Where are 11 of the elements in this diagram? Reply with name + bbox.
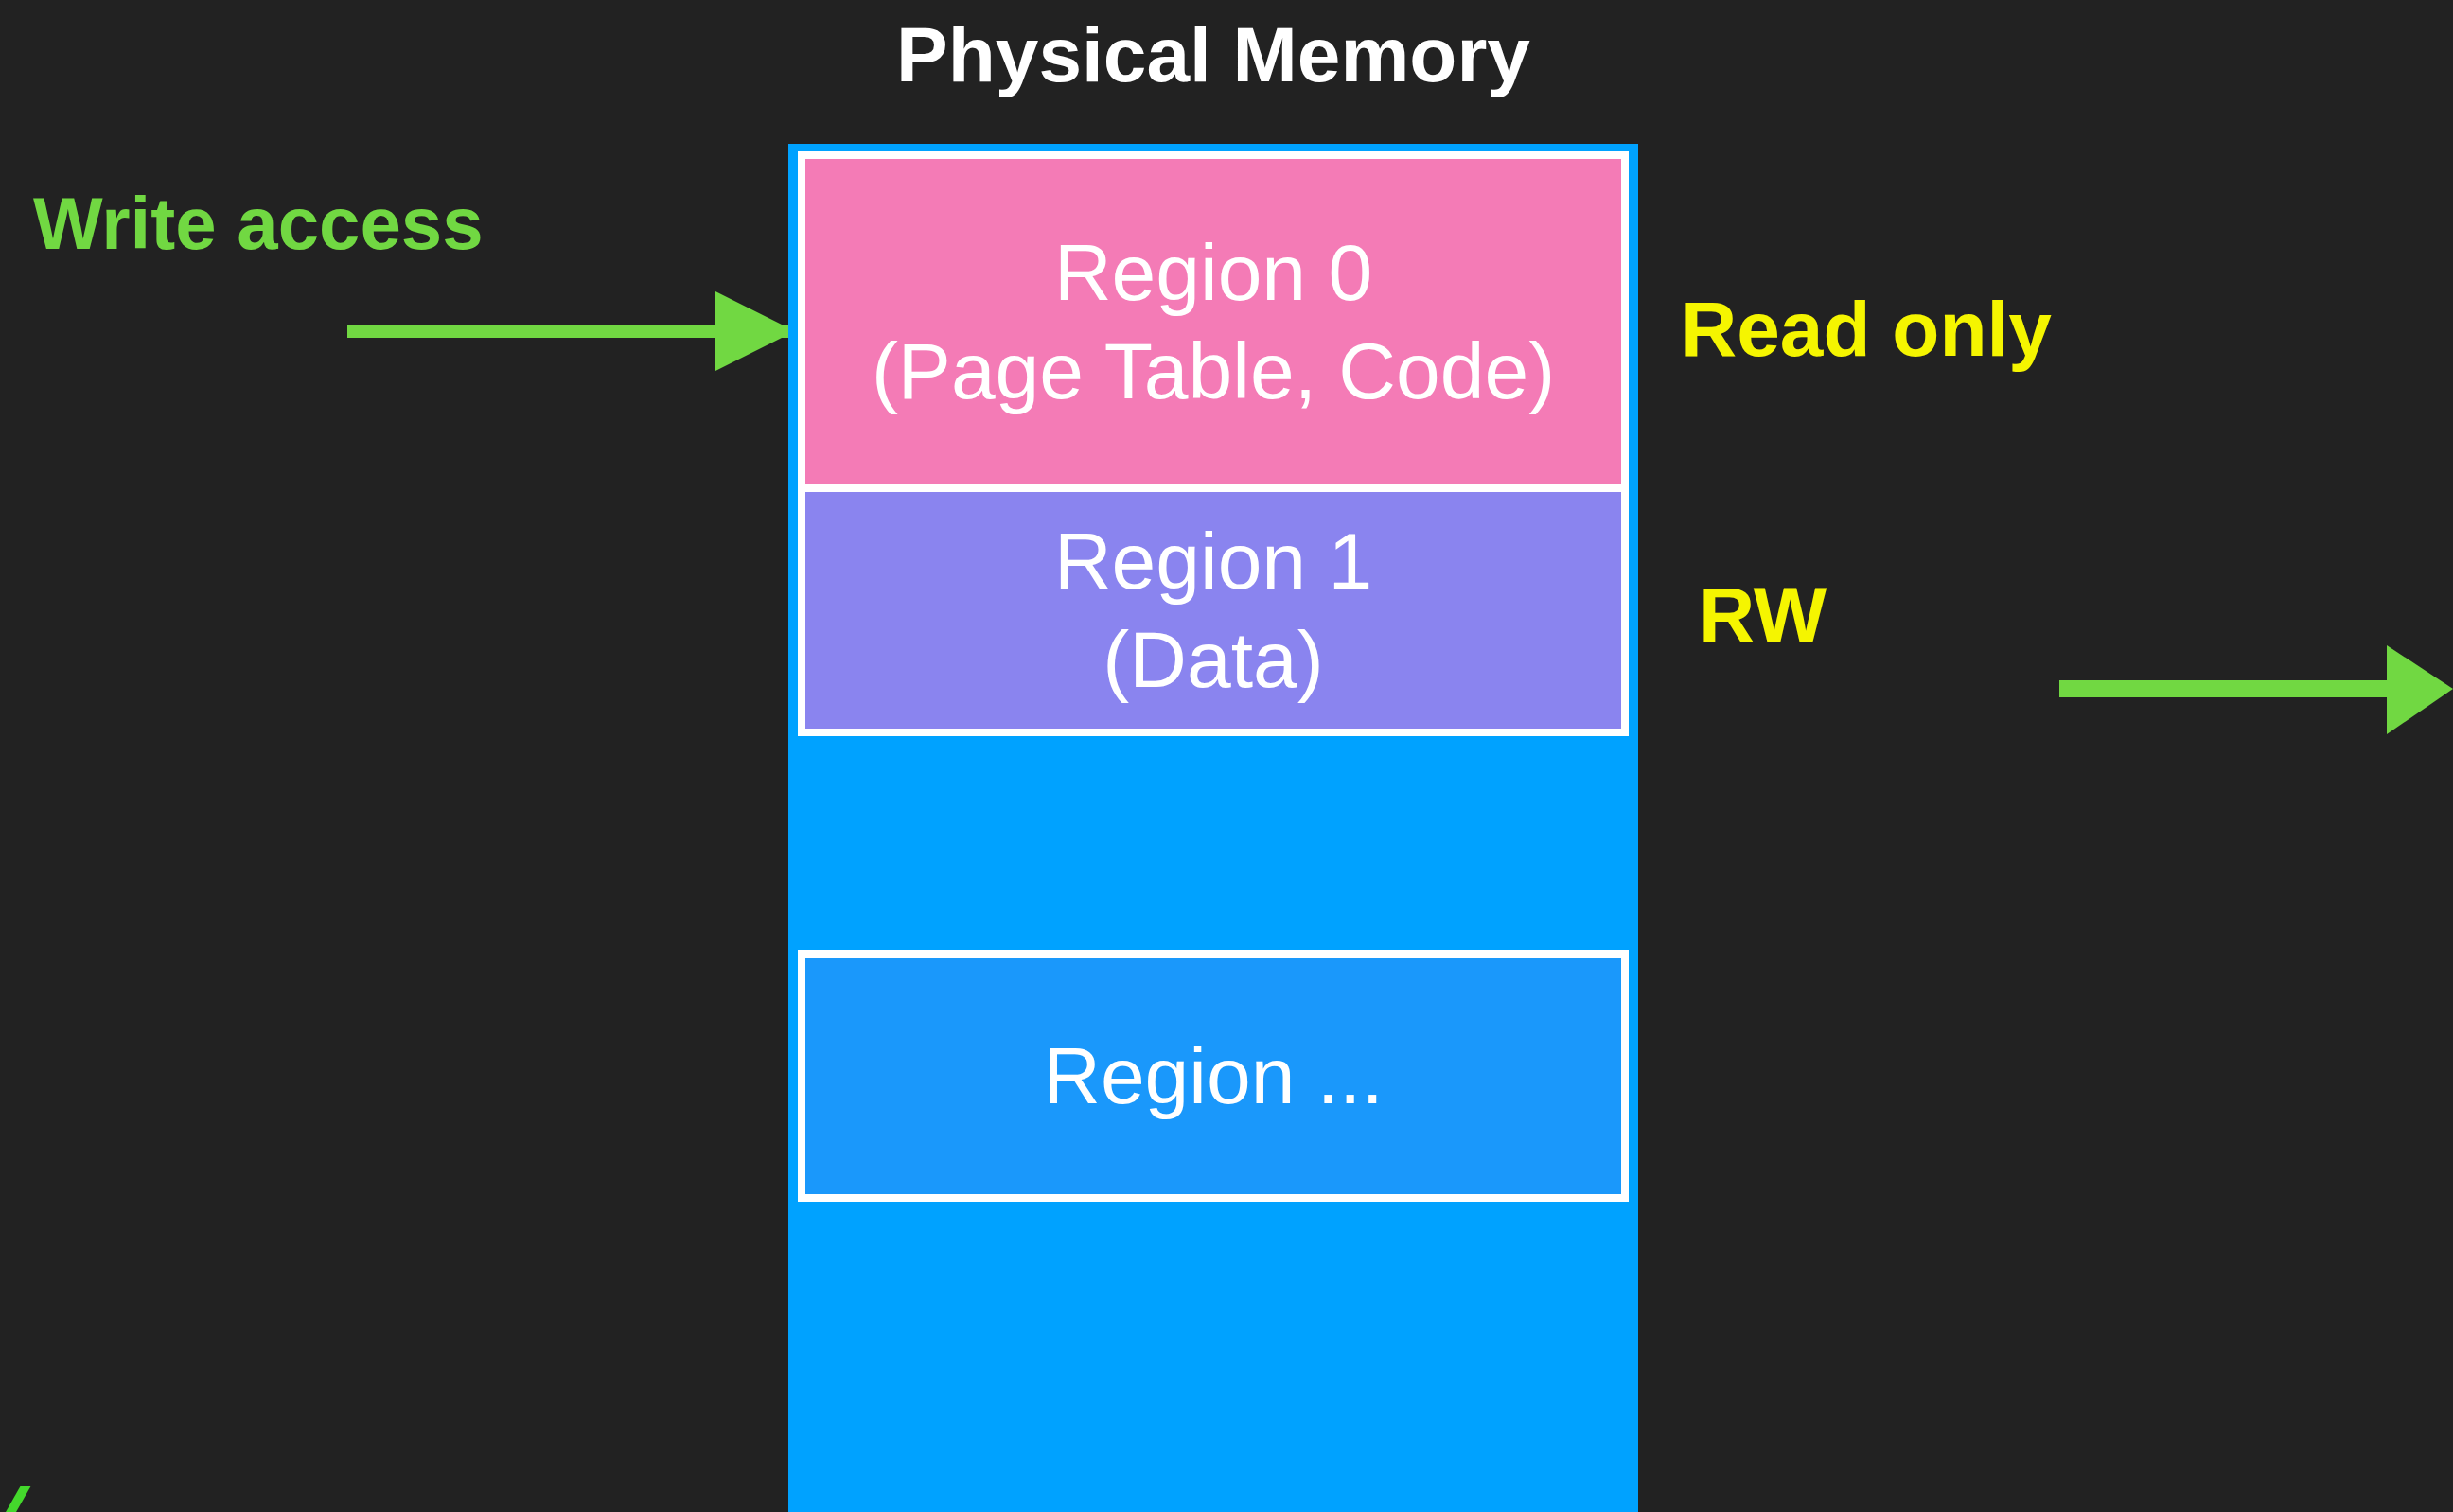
region-label: Region ... — [1042, 1030, 1385, 1122]
permission-label: RW — [1699, 571, 1827, 659]
region-label: Region 0 — [1052, 227, 1374, 319]
access-label: Write access — [33, 181, 484, 267]
region-label: (Page Table, Code) — [870, 325, 1557, 417]
memory-column — [788, 144, 1638, 1512]
region-box — [798, 950, 1629, 1202]
title: Physical Memory — [895, 10, 1531, 99]
region-label: (Data) — [1102, 614, 1325, 706]
region-label: Region 1 — [1052, 516, 1374, 607]
permission-label: Read only — [1681, 285, 2052, 374]
